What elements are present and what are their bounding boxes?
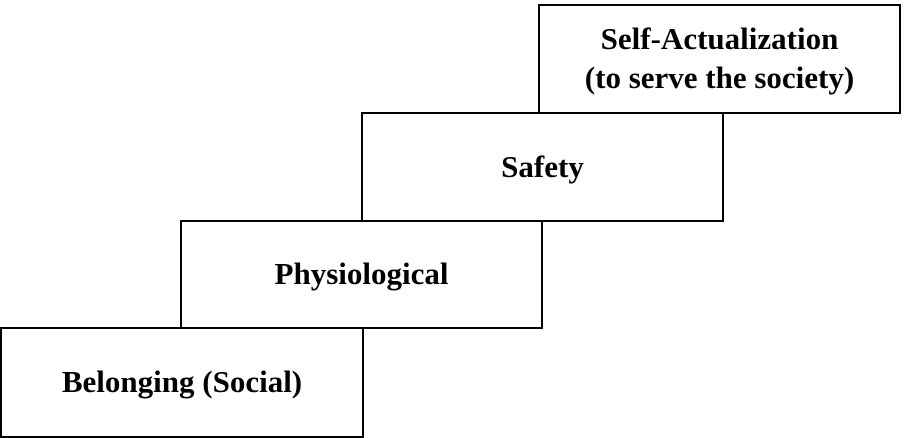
step-belonging-label: Belonging (Social) — [61, 364, 303, 400]
step-physiological-label: Physiological — [274, 256, 449, 292]
step-safety-box: Safety — [361, 112, 724, 222]
step-safety-label: Safety — [501, 148, 584, 184]
step-self-actualization-box: Self-Actualization (to serve the society… — [538, 4, 901, 114]
step-self-actualization-label: Self-Actualization — [600, 21, 839, 57]
step-physiological-box: Physiological — [180, 220, 543, 329]
step-belonging-box: Belonging (Social) — [0, 327, 364, 438]
step-self-actualization-sublabel: (to serve the society) — [584, 60, 855, 95]
